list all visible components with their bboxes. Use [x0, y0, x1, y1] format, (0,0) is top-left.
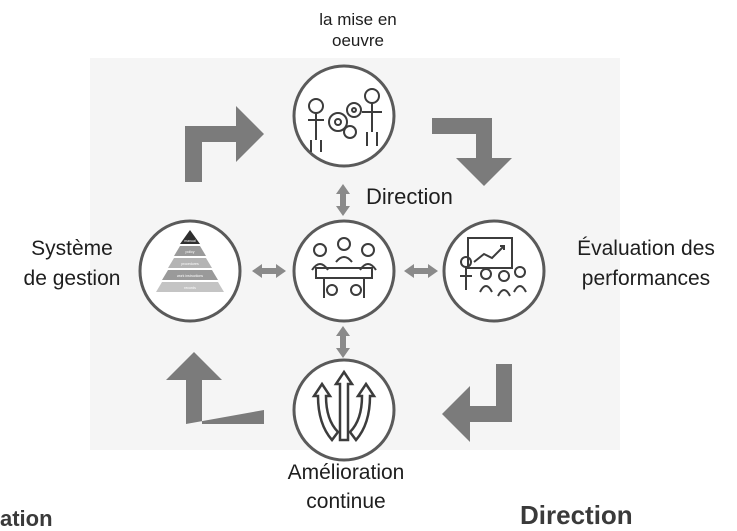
implementation-label-line2: oeuvre: [332, 30, 384, 50]
implementation-label-line1: la mise en: [319, 10, 397, 29]
document-pyramid-icon: [156, 230, 224, 292]
connector-arrows: [252, 184, 438, 358]
implementation-label: la mise en oeuvre: [278, 10, 438, 51]
meeting-icon: [311, 237, 377, 298]
pyramid-level-4: work instructions: [177, 274, 203, 278]
pyramid-level-5: records: [184, 286, 196, 290]
performance-evaluation-label: Évaluation des performances: [560, 234, 732, 295]
performance-evaluation-circle: [442, 219, 546, 323]
management-system-label: Système de gestion: [8, 234, 136, 295]
performance-evaluation-label-line1: Évaluation des: [577, 237, 715, 260]
arrow-bottom-right: [442, 364, 512, 442]
connector-right: [404, 264, 438, 278]
footer-title-right: Direction: [520, 500, 633, 530]
arrow-top-right: [432, 118, 512, 186]
footer-fragment-left: ation: [0, 506, 53, 531]
performance-evaluation-label-line2: performances: [581, 267, 711, 291]
management-system-label-line2: de gestion: [23, 267, 121, 291]
improvement-label-line1: Amélioration: [287, 461, 405, 484]
management-system-label-line1: Système: [31, 237, 113, 260]
upward-arrows-icon: [311, 369, 377, 442]
connector-bottom: [336, 326, 350, 358]
arrow-top-left: [185, 106, 264, 182]
implementation-circle: [292, 64, 396, 168]
management-system-circle: manual policy procedures work instructio…: [138, 219, 242, 323]
pyramid-level-1: manual: [184, 239, 196, 243]
leadership-circle: [292, 219, 396, 323]
improvement-circle: [292, 358, 396, 462]
pyramid-level-3: procedures: [181, 262, 199, 266]
connector-left: [252, 264, 286, 278]
leadership-label: Direction: [366, 184, 453, 209]
arrow-bottom-left: [166, 352, 264, 424]
pyramid-level-2: policy: [186, 250, 195, 254]
improvement-label-line2: continue: [306, 490, 386, 514]
presentation-icon: [460, 237, 527, 297]
cycle-arrows: [166, 106, 512, 442]
gears-people-icon: [308, 88, 382, 152]
improvement-label: Amélioration continue: [262, 458, 430, 517]
connector-top: [336, 184, 350, 216]
